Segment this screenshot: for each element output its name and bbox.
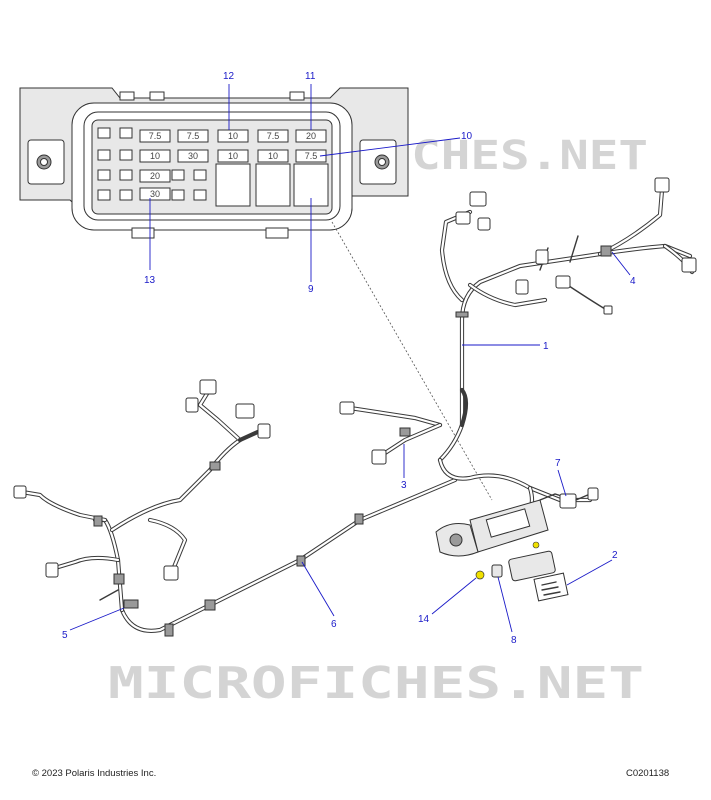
part-7-connector <box>559 487 599 509</box>
copyright-text: © 2023 Polaris Industries Inc. <box>32 768 157 779</box>
svg-text:20: 20 <box>150 171 160 181</box>
callout-4: 4 <box>630 276 636 287</box>
fuse-10: 7.5 <box>295 149 327 163</box>
svg-text:7.5: 7.5 <box>267 131 280 141</box>
callout-5: 5 <box>62 630 68 641</box>
fuse-8: 10 <box>217 149 249 163</box>
callout-9: 9 <box>308 284 314 295</box>
indication-line <box>331 221 493 501</box>
svg-text:7.5: 7.5 <box>187 131 200 141</box>
fuse-5: 20 <box>295 129 327 143</box>
svg-text:10: 10 <box>228 151 238 161</box>
fuse-7: 30 <box>177 149 209 163</box>
callout-13: 13 <box>144 275 156 286</box>
callout-7: 7 <box>555 458 561 469</box>
callout-3: 3 <box>401 480 407 491</box>
fuse-2: 7.5 <box>177 129 209 143</box>
watermark-main: MICROFICHES.NET <box>108 658 644 709</box>
fuse-box: 7.5 7.5 10 7.5 20 10 30 10 10 7.5 20 30 <box>19 87 409 239</box>
svg-text:7.5: 7.5 <box>149 131 162 141</box>
leader-lines <box>69 84 631 633</box>
diagram-id: C0201138 <box>626 768 670 779</box>
left-harness <box>13 379 271 613</box>
fuse-1: 7.5 <box>139 129 171 143</box>
part-8-plug <box>491 564 503 578</box>
callout-14: 14 <box>418 614 430 625</box>
main-harness <box>119 177 697 637</box>
svg-text:10: 10 <box>228 131 238 141</box>
callout-8: 8 <box>511 635 517 646</box>
harness-junction-module <box>435 493 576 557</box>
callout-6: 6 <box>331 619 337 630</box>
fuse-11: 20 <box>139 169 171 183</box>
callouts: 1 2 3 4 5 6 7 8 9 10 11 12 13 14 <box>62 71 636 646</box>
part-14-washer <box>475 570 485 580</box>
fuse-9: 10 <box>257 149 289 163</box>
fuse-box-cells <box>97 127 207 201</box>
fuse-3: 10 <box>217 129 249 143</box>
callout-12: 12 <box>223 71 235 82</box>
callout-11: 11 <box>305 71 316 82</box>
fuse-12: 30 <box>139 187 171 201</box>
fuse-4: 7.5 <box>257 129 289 143</box>
callout-10: 10 <box>461 131 473 142</box>
fuse-6: 10 <box>139 149 171 163</box>
svg-text:30: 30 <box>188 151 198 161</box>
svg-text:30: 30 <box>150 189 160 199</box>
callout-2: 2 <box>612 550 618 561</box>
svg-text:7.5: 7.5 <box>305 151 318 161</box>
svg-text:10: 10 <box>150 151 160 161</box>
callout-1: 1 <box>543 341 549 352</box>
svg-text:20: 20 <box>306 131 316 141</box>
svg-text:10: 10 <box>268 151 278 161</box>
part-2-module <box>508 541 569 602</box>
